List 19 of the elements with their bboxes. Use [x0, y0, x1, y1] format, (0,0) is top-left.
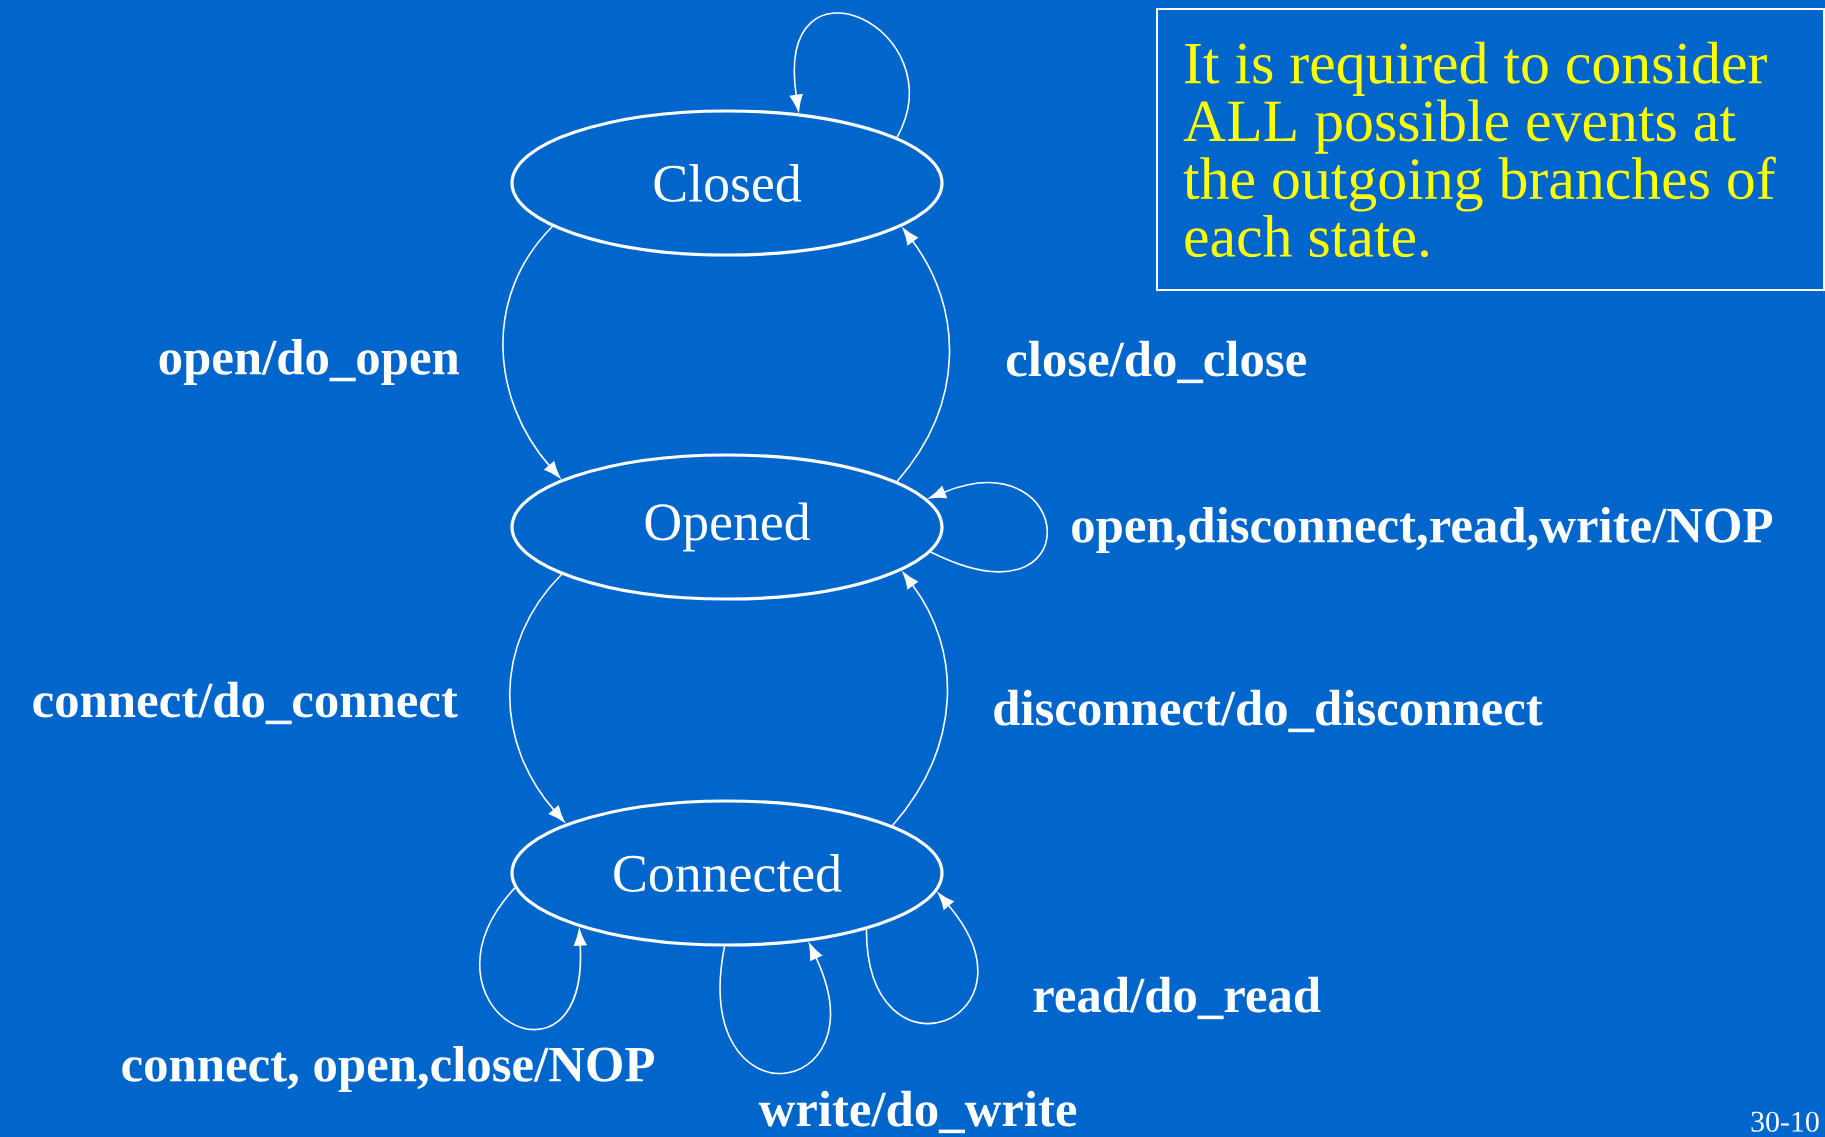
arrow — [502, 225, 561, 478]
edge-label: close/do_close — [1006, 340, 1306, 384]
edge-label: open/do_open — [159, 338, 459, 386]
arrow — [479, 887, 587, 1030]
edge-label: read/do_read — [1033, 976, 1321, 1020]
arrow — [891, 572, 948, 827]
edge-label: open,disconnect,read,write/NOP — [1072, 507, 1773, 554]
edge-label: connect, open,close/NOP — [122, 1046, 654, 1093]
arrow — [508, 573, 565, 823]
arrow — [865, 893, 978, 1025]
arrow — [896, 228, 951, 483]
edge-label: connect/do_connect — [33, 681, 458, 725]
arrow — [929, 482, 1049, 573]
arrow — [719, 943, 831, 1075]
note-box: It is required to consider ALL possible events at the outgoing branches of each state. — [1156, 8, 1825, 291]
arrow — [789, 12, 910, 139]
page-number: 30-10 — [1751, 1111, 1819, 1132]
edge-label: disconnect/do_disconnect — [994, 689, 1543, 733]
edge-label: write/do_write — [758, 1090, 1077, 1134]
